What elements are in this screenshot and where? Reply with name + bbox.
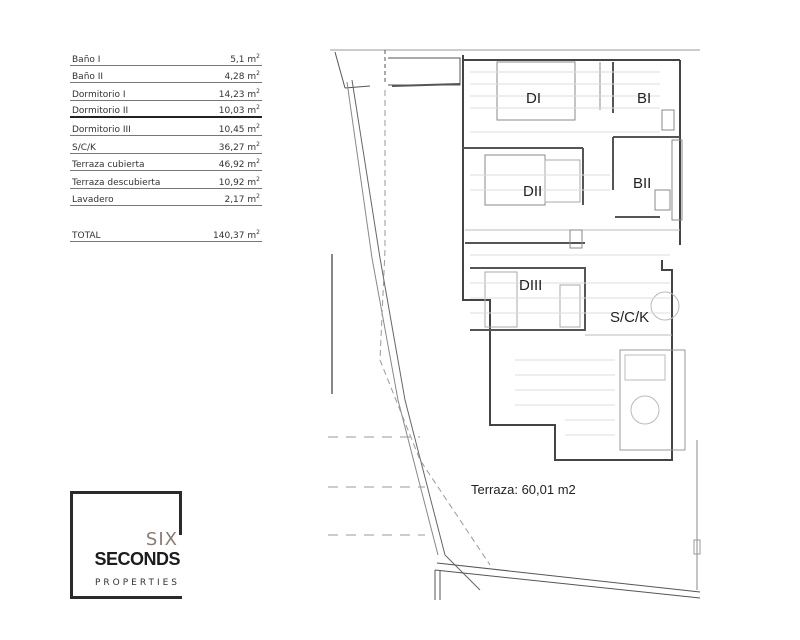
room-name: Terraza descubierta bbox=[72, 177, 161, 188]
logo-properties-text: PROPERTIES bbox=[92, 578, 180, 588]
area-row-bano-1: Baño I 5,1 m2 bbox=[70, 48, 262, 66]
room-name: Dormitorio III bbox=[72, 124, 131, 135]
area-row-dormitorio-1: Dormitorio I 14,23 m2 bbox=[70, 83, 262, 101]
room-label-bi: BI bbox=[637, 90, 652, 107]
area-row-terraza-descubierta: Terraza descubierta 10,92 m2 bbox=[70, 171, 262, 189]
room-label-dii: DII bbox=[523, 183, 543, 200]
room-area: 14,23 m2 bbox=[218, 87, 260, 100]
area-table: Baño I 5,1 m2 Baño II 4,28 m2 Dormitorio I… bbox=[70, 48, 262, 243]
area-row-terraza-cubierta: Terraza cubierta 46,92 m2 bbox=[70, 154, 262, 172]
area-row-dormitorio-2: Dormitorio II 10,03 m2 bbox=[70, 101, 262, 119]
logo-frame-right-top bbox=[179, 491, 182, 535]
room-label-sck: S/C/K bbox=[610, 309, 650, 326]
room-name: Dormitorio I bbox=[72, 89, 126, 100]
logo-frame bbox=[70, 491, 182, 599]
logo-six-text: SIX bbox=[145, 529, 178, 550]
room-area: 4,28 m2 bbox=[224, 70, 260, 83]
room-name: Baño II bbox=[72, 72, 104, 83]
total-area: 140,37 m2 bbox=[213, 229, 260, 242]
room-label-bii: BII bbox=[633, 175, 652, 192]
room-name: S/C/K bbox=[72, 142, 96, 153]
room-area: 10,03 m2 bbox=[218, 104, 260, 117]
terrace-area-label: Terraza: 60,01 m2 bbox=[471, 482, 576, 497]
area-row-lavadero: Lavadero 2,17 m2 bbox=[70, 189, 262, 207]
room-name: Lavadero bbox=[72, 195, 114, 206]
room-area: 5,1 m2 bbox=[230, 52, 260, 65]
room-area: 10,45 m2 bbox=[218, 122, 260, 135]
total-label: TOTAL bbox=[72, 231, 101, 242]
area-row-dormitorio-3: Dormitorio III 10,45 m2 bbox=[70, 118, 262, 136]
logo-seconds-text: SECONDS bbox=[94, 549, 180, 569]
room-label-di: DI bbox=[526, 90, 541, 107]
room-name: Dormitorio II bbox=[72, 106, 129, 117]
room-area: 46,92 m2 bbox=[218, 158, 260, 171]
area-row-total: TOTAL 140,37 m2 bbox=[70, 226, 262, 243]
area-row-bano-2: Baño II 4,28 m2 bbox=[70, 66, 262, 84]
room-area: 36,27 m2 bbox=[218, 140, 260, 153]
room-name: Terraza cubierta bbox=[72, 160, 145, 171]
room-name: Baño I bbox=[72, 54, 101, 65]
room-area: 10,92 m2 bbox=[218, 175, 260, 188]
room-area: 2,17 m2 bbox=[224, 193, 260, 206]
room-label-diii: DIII bbox=[519, 277, 543, 294]
area-row-sck: S/C/K 36,27 m2 bbox=[70, 136, 262, 154]
six-seconds-logo: SIX SECONDS PROPERTIES bbox=[70, 491, 182, 599]
